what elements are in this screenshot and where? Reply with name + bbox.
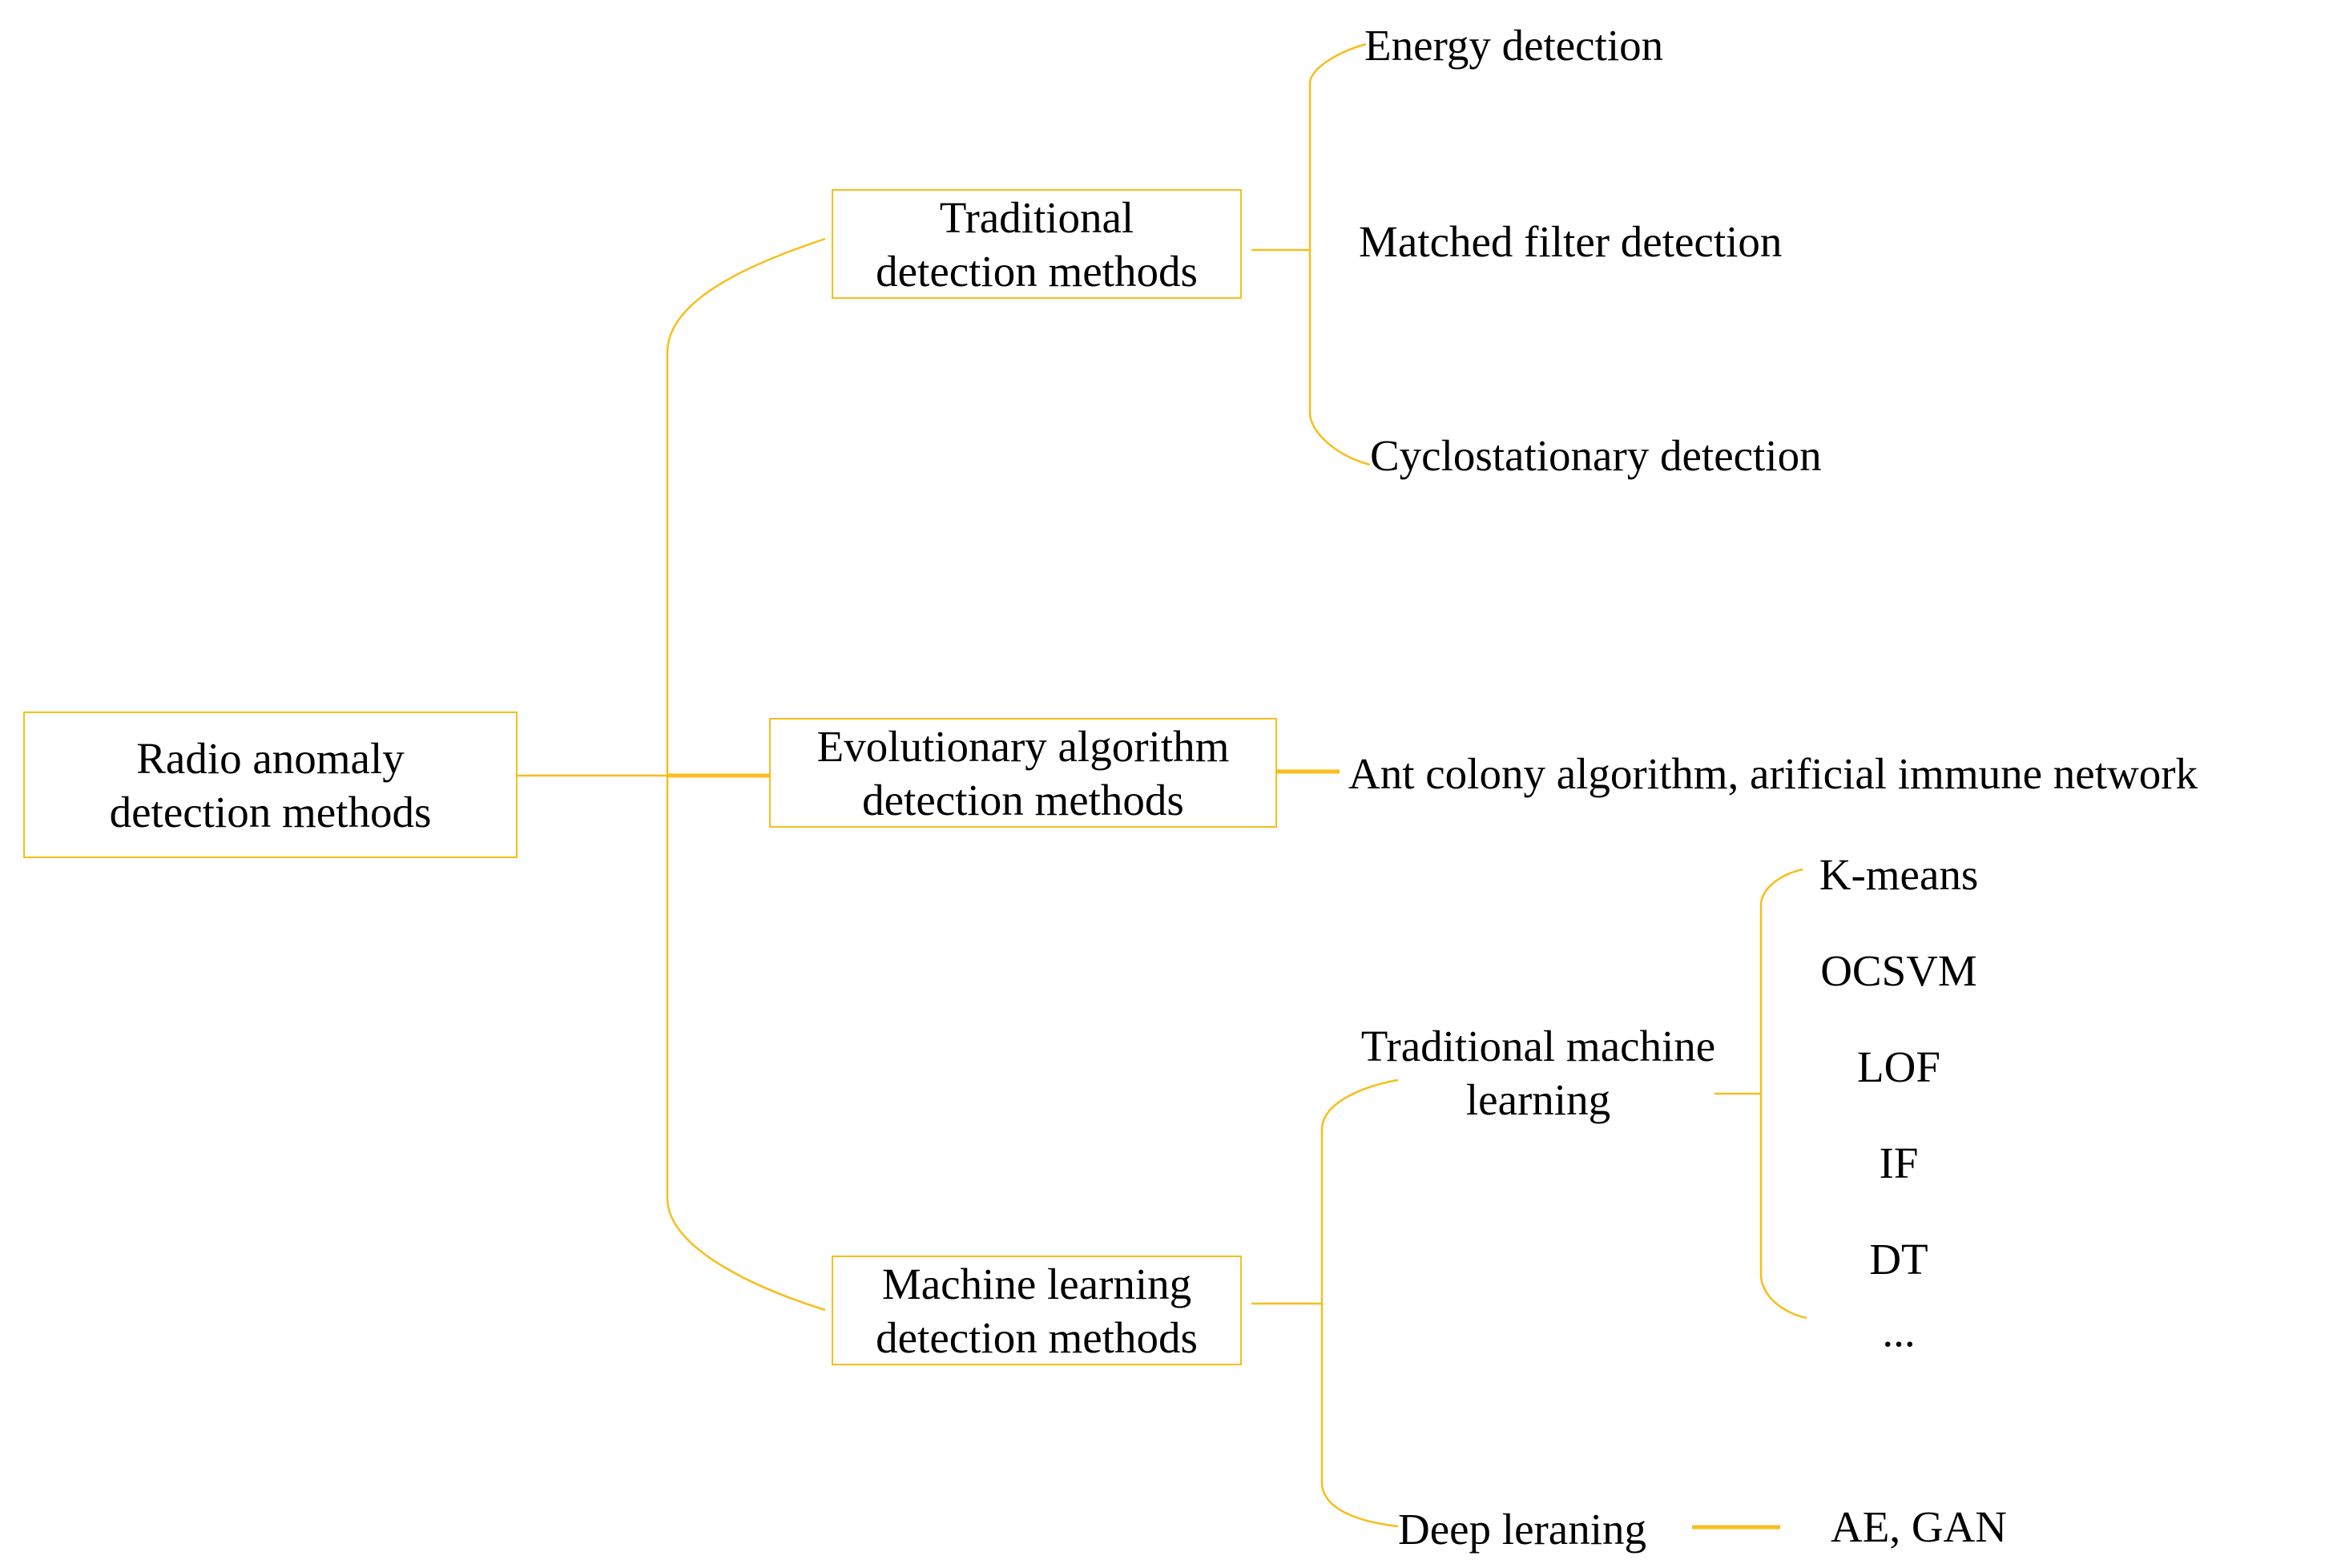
connector-traditional-bracket: [1308, 42, 1371, 466]
leaf-ocsvm: OCSVM: [1820, 946, 1977, 995]
root-node-label: Radio anomaly detection methods: [109, 733, 432, 836]
leaf-energy-detection: Energy detection: [1364, 21, 1664, 70]
machine-learning-methods-label: Machine learning detection methods: [876, 1259, 1198, 1362]
traditional-methods-box: Traditional detection methods: [832, 189, 1242, 299]
root-node-box: Radio anomaly detection methods: [23, 711, 518, 858]
connector-traditional-ml-bracket: [1759, 868, 1807, 1320]
leaf-dt: DT: [1869, 1235, 1928, 1284]
traditional-methods-label: Traditional detection methods: [876, 192, 1198, 296]
leaf-ae-gan: AE, GAN: [1831, 1502, 2007, 1551]
leaf-lof: LOF: [1857, 1042, 1940, 1091]
machine-learning-methods-box: Machine learning detection methods: [832, 1256, 1242, 1365]
leaf-ant-colony-immune-network: Ant colony algorithm, arificial immune n…: [1348, 749, 2198, 798]
leaf-kmeans: K-means: [1819, 850, 1979, 899]
evolutionary-methods-label: Evolutionary algorithm detection methods: [816, 721, 1230, 824]
connector-ml-bracket: [1320, 1078, 1399, 1528]
leaf-if: IF: [1879, 1139, 1919, 1187]
leaf-matched-filter-detection: Matched filter detection: [1359, 217, 1783, 266]
deep-learning-label: Deep leraning: [1398, 1505, 1646, 1554]
traditional-machine-learning-label: Traditional machine learning: [1360, 1022, 1716, 1124]
leaf-ellipsis: ...: [1882, 1307, 1916, 1356]
leaf-cyclostationary-detection: Cyclostationary detection: [1370, 431, 1822, 480]
evolutionary-methods-box: Evolutionary algorithm detection methods: [769, 718, 1277, 828]
